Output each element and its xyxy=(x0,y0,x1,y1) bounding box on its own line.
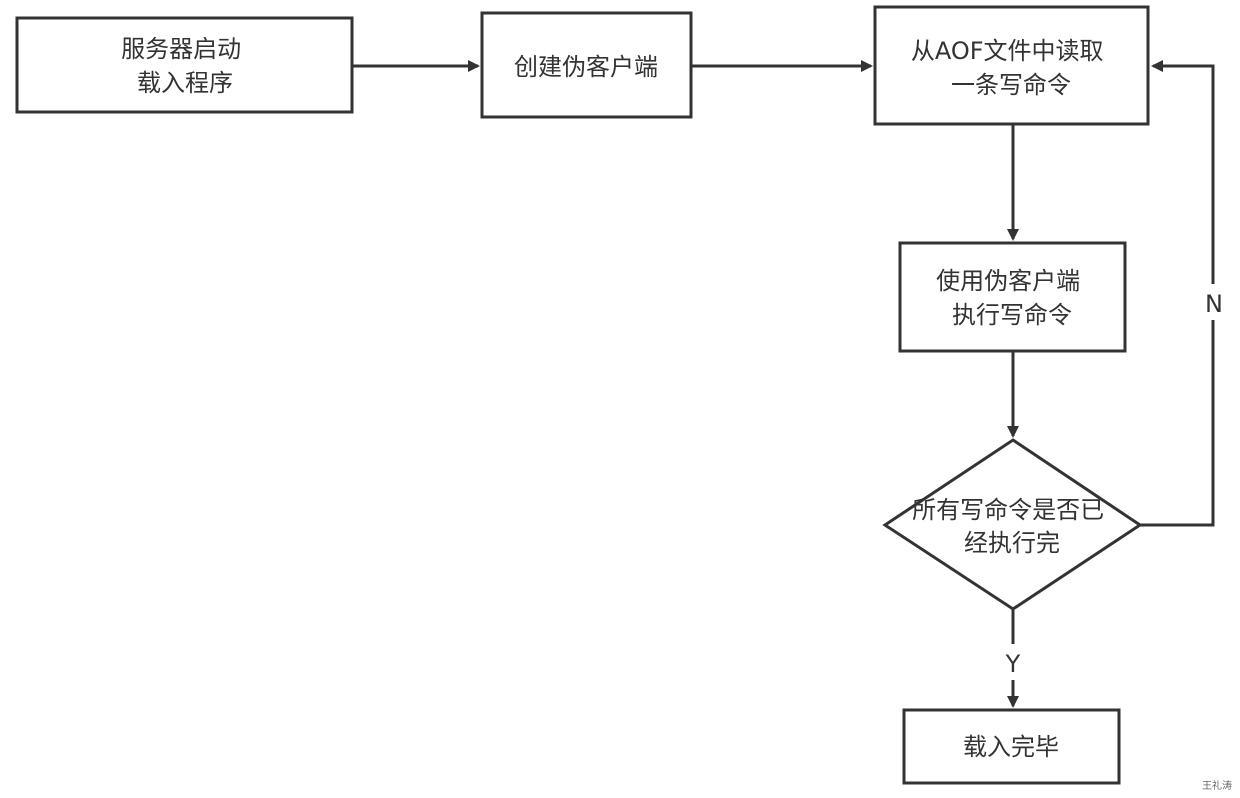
edge-label-yes: Y xyxy=(1005,650,1021,678)
edge-label-yes-backing xyxy=(1000,644,1026,680)
node-create-client: 创建伪客户端 xyxy=(480,11,693,119)
node-decision-diamond xyxy=(882,438,1143,611)
node-decision: 所有写命令是否已 经执行完 xyxy=(882,438,1143,611)
node-done-line-1: 载入完毕 xyxy=(963,733,1059,761)
node-start-box xyxy=(15,16,354,114)
node-execute-command-line-2: 执行写命令 xyxy=(952,301,1072,329)
edges xyxy=(352,60,1215,708)
node-read-command-line-1: 从AOF文件中读取 xyxy=(911,37,1104,65)
node-decision-line-2: 经执行完 xyxy=(964,529,1060,557)
node-read-command: 从AOF文件中读取 一条写命令 xyxy=(873,5,1150,126)
node-execute-command: 使用伪客户端 执行写命令 xyxy=(898,241,1127,353)
svg-text:服务器启动 载入程序: 服务器启动 载入程序 xyxy=(121,35,249,97)
svg-text:载入完毕: 载入完毕 xyxy=(963,733,1059,761)
node-read-command-box xyxy=(873,5,1150,126)
node-execute-command-box xyxy=(898,241,1127,353)
node-start-line-1: 服务器启动 xyxy=(121,35,241,63)
node-create-client-box xyxy=(480,11,693,119)
node-execute-command-line-1: 使用伪客户端 xyxy=(936,267,1080,295)
watermark: 王礼涛 xyxy=(1202,779,1232,792)
node-decision-line-1: 所有写命令是否已 xyxy=(912,496,1104,524)
edge-label-no: N xyxy=(1205,290,1223,318)
node-done-box xyxy=(902,708,1121,785)
svg-text:使用伪客户端 执行写命令: 使用伪客户端 执行写命令 xyxy=(936,267,1088,329)
node-create-client-line-1: 创建伪客户端 xyxy=(514,53,658,81)
svg-text:所有写命令是否已 经执行完: 所有写命令是否已 经执行完 xyxy=(912,496,1112,557)
node-start-line-2: 载入程序 xyxy=(137,69,233,97)
svg-text:创建伪客户端: 创建伪客户端 xyxy=(514,53,658,81)
edge-label-no-backing xyxy=(1200,284,1226,320)
node-start: 服务器启动 载入程序 xyxy=(15,16,354,114)
node-read-command-line-2: 一条写命令 xyxy=(951,71,1071,99)
svg-text:从AOF文件中读取 一条写命令: 从AOF文件中读取 一条写命令 xyxy=(911,37,1111,99)
node-done: 载入完毕 xyxy=(902,708,1121,785)
